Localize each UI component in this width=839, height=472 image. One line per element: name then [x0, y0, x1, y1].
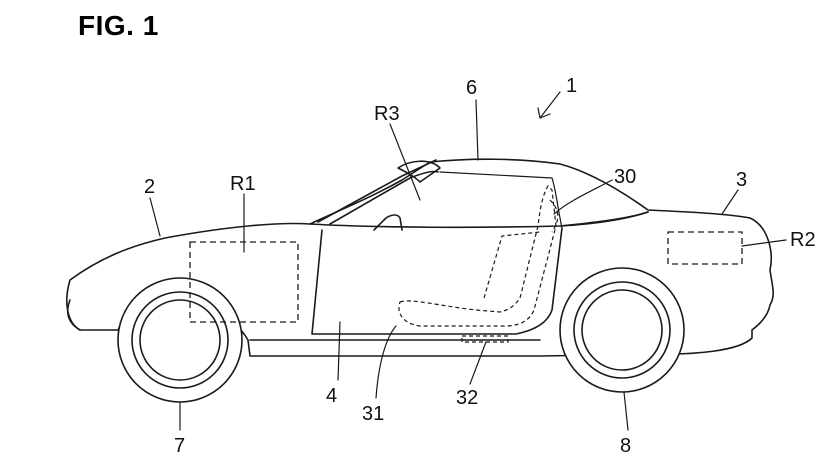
- door-window-frame: [439, 171, 563, 229]
- windshield-inner: [329, 170, 439, 225]
- leader-3: [721, 189, 739, 215]
- door-outline: [311, 227, 563, 335]
- side-mirror: [373, 214, 403, 231]
- label-8: 8: [620, 435, 631, 457]
- label-32: 32: [456, 387, 478, 409]
- leader-r2: [741, 239, 787, 247]
- front-bumper: [66, 299, 81, 331]
- leader-8: [623, 391, 629, 431]
- label-7: 7: [174, 435, 185, 457]
- label-4: 4: [326, 385, 337, 407]
- windshield-frame: [317, 159, 437, 223]
- label-1: 1: [566, 75, 577, 97]
- rear-wheel-hub: [581, 289, 663, 371]
- leader-6: [475, 99, 479, 161]
- leader-32: [469, 341, 487, 385]
- leader-4: [337, 321, 341, 381]
- figure-title: FIG. 1: [78, 10, 159, 41]
- belt-line: [309, 211, 649, 229]
- region-r2-box: [667, 231, 743, 265]
- label-2: 2: [144, 176, 155, 198]
- leader-2: [149, 197, 161, 237]
- rear-deck: [559, 211, 649, 227]
- leader-31: [375, 325, 397, 399]
- label-30: 30: [614, 166, 636, 188]
- label-r2: R2: [790, 229, 816, 251]
- label-31: 31: [362, 403, 384, 425]
- label-6: 6: [466, 77, 477, 99]
- label-3: 3: [736, 169, 747, 191]
- seat-back: [483, 231, 541, 299]
- roll-bar: [397, 160, 441, 183]
- leader-30: [553, 179, 613, 215]
- leader-r3: [389, 123, 421, 201]
- seat-rail-outline: [461, 335, 509, 343]
- leader-1-arrow: [537, 107, 551, 119]
- front-wheel-hub: [139, 299, 221, 381]
- label-r3: R3: [374, 103, 400, 125]
- seatbelt-path: [549, 199, 559, 233]
- label-r1: R1: [230, 173, 256, 195]
- seat-outline: [398, 185, 557, 327]
- leader-1: [539, 91, 561, 119]
